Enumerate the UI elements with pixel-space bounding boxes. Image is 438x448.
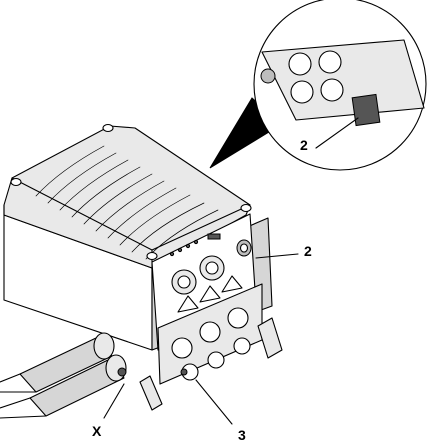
mounting-feet xyxy=(139,317,283,411)
leader-lines xyxy=(103,117,359,425)
callout-detail-port: 2 xyxy=(300,137,308,153)
front-connectors xyxy=(171,255,225,295)
drive-unit xyxy=(0,123,283,419)
corner-screws xyxy=(10,123,252,261)
warning-labels xyxy=(177,275,243,313)
cooling-fins xyxy=(35,145,219,260)
callout-cable-inlet: X xyxy=(92,423,102,439)
detail-inset xyxy=(209,0,427,171)
callout-port: 2 xyxy=(304,243,312,259)
diagnostic-port xyxy=(236,239,252,257)
callout-gland-plate: 3 xyxy=(238,427,246,443)
cable-connectors xyxy=(0,332,127,419)
status-leds xyxy=(169,233,221,257)
gland-plate xyxy=(157,283,263,385)
